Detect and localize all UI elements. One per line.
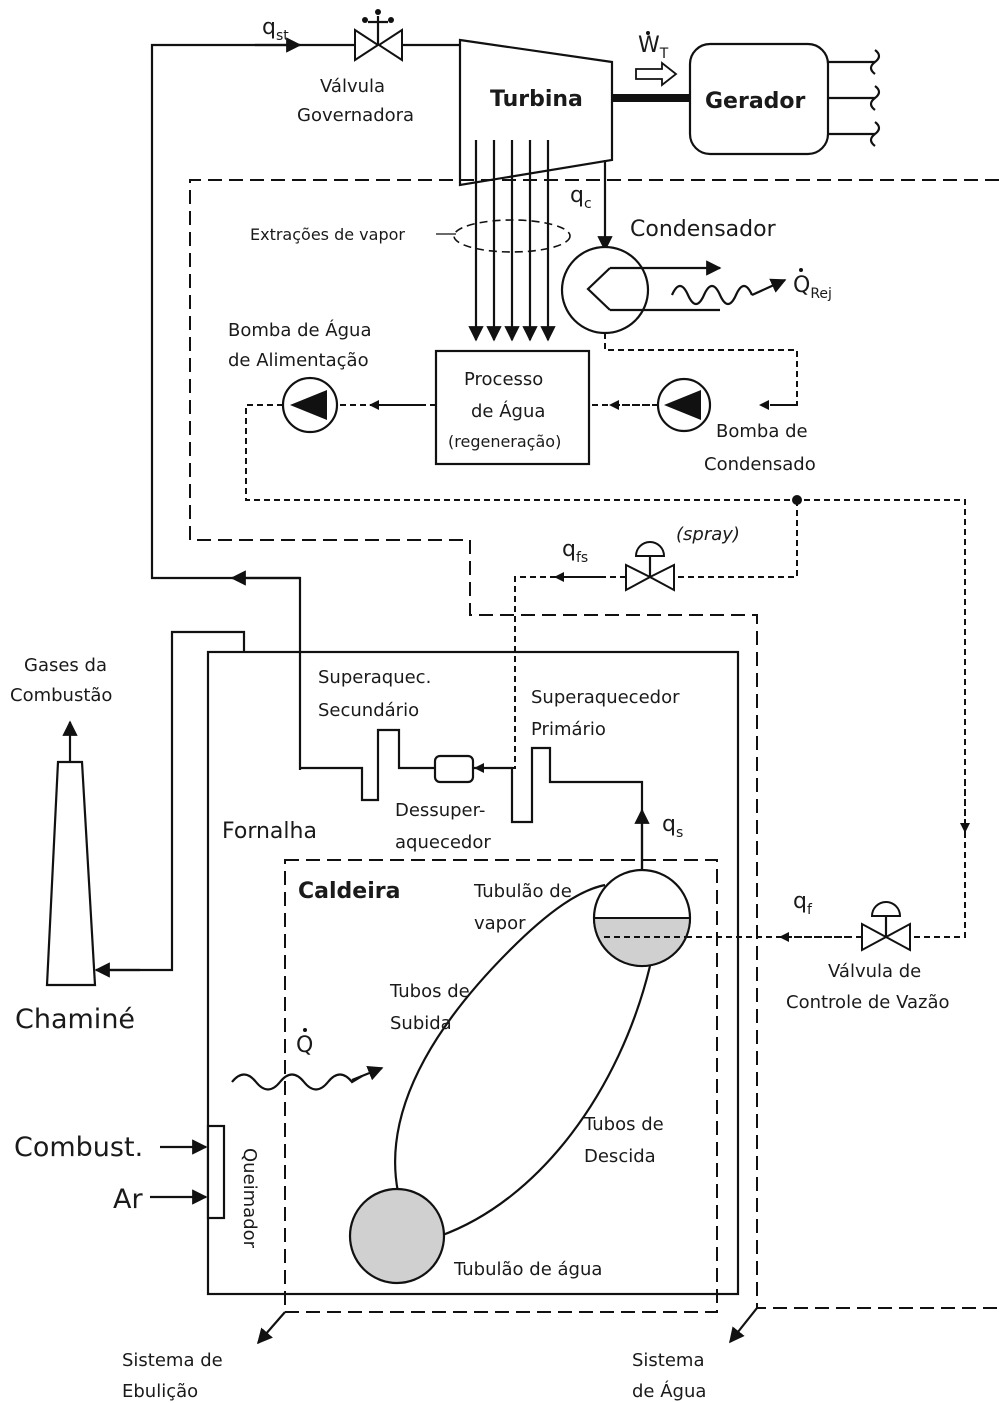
water-system-label-1: Sistema: [632, 1350, 705, 1371]
flow-control-valve: [861, 901, 911, 952]
condensate-pump-label-2: Condensado: [704, 454, 816, 475]
downcomer-tubes: [439, 965, 652, 1238]
condenser-label: Condensador: [630, 217, 777, 242]
primary-superheater: [473, 746, 644, 870]
primary-superheater-label-2: Primário: [531, 719, 606, 740]
fuel-label: Combust.: [14, 1132, 143, 1163]
downcomers-label-2: Descida: [584, 1146, 656, 1167]
chimney-shape: [45, 760, 97, 987]
steam-drum: [592, 868, 692, 968]
gases-label-2: Combustão: [10, 685, 112, 706]
steam-extractions: [436, 140, 571, 342]
feedwater-pump-label-2: de Alimentação: [228, 350, 369, 371]
q-st-label: qst: [262, 15, 289, 44]
q-s-label: qs: [662, 812, 683, 841]
condensate-pump-label-1: Bomba de: [716, 421, 808, 442]
flue-gas-duct: [98, 630, 246, 972]
boiling-system-arrow: [256, 1311, 286, 1345]
process-label-3: (regeneração): [448, 432, 561, 451]
secondary-superheater: [300, 728, 435, 802]
furnace-label: Fornalha: [222, 819, 317, 844]
flow-valve-label-1: Válvula de: [828, 961, 921, 982]
water-system-arrow: [729, 1307, 758, 1344]
q-rej-label: QRej: [793, 273, 832, 302]
boiling-system-label-1: Sistema de: [122, 1350, 223, 1371]
condenser-circle: [560, 245, 650, 335]
spray-valve: [625, 541, 675, 592]
feedwater-pump-label-1: Bomba de Água: [228, 319, 371, 341]
risers-label-2: Subida: [390, 1013, 452, 1034]
water-system-label-2: de Água: [632, 1380, 706, 1402]
air-label: Ar: [113, 1184, 143, 1215]
flow-valve-label-2: Controle de Vazão: [786, 992, 950, 1013]
boiler-boundary: [284, 859, 718, 1313]
condenser-cooling-lines: [610, 260, 787, 312]
governor-valve-label-2: Governadora: [297, 105, 414, 126]
turbine-shape: [458, 38, 614, 187]
burner-box: [206, 1124, 226, 1220]
furnace-box: [206, 650, 740, 1296]
governor-valve-label-1: Válvula: [320, 76, 385, 97]
primary-superheater-label-1: Superaquecedor: [531, 687, 680, 708]
governor-valve: [354, 9, 403, 62]
process-label-1: Processo: [464, 369, 543, 390]
risers-label-1: Tubos de: [389, 981, 470, 1002]
generator-label: Gerador: [705, 89, 806, 114]
condensate-pump-icon: [656, 377, 712, 433]
burner-label: Queimador: [239, 1148, 260, 1249]
water-system-boundary: [189, 179, 999, 1309]
steam-drum-label-2: vapor: [474, 913, 526, 934]
q-f-label: qf: [793, 889, 813, 918]
generator-output-lines: [828, 49, 881, 147]
work-arrow: [635, 61, 678, 87]
desuperheater-label-1: Dessuper-: [395, 800, 485, 821]
turbine-label: Turbina: [490, 87, 583, 112]
spray-label: (spray): [676, 524, 740, 545]
q-c-label: qc: [570, 183, 592, 212]
desuperheater-box: [433, 754, 475, 784]
process-label-2: de Água: [471, 400, 545, 422]
gases-label-1: Gases da: [24, 655, 107, 676]
q-dot-marker: [303, 1028, 307, 1032]
condenser-coil: [586, 267, 611, 311]
q-rej-dot: [799, 268, 803, 272]
steam-drum-label-1: Tubulão de: [473, 881, 572, 902]
w-t-dot: [646, 31, 650, 35]
water-drum: [348, 1187, 446, 1285]
extractions-label: Extrações de vapor: [250, 225, 405, 244]
water-process-box: [434, 349, 591, 466]
riser-tubes: [394, 883, 606, 1193]
secondary-superheater-label-2: Secundário: [318, 700, 419, 721]
q-dot-label: Q: [296, 1033, 313, 1058]
boiler-label: Caldeira: [298, 879, 400, 904]
boiling-system-label-2: Ebulição: [122, 1381, 198, 1402]
water-drum-label: Tubulão de água: [453, 1259, 602, 1280]
q-fs-label: qfs: [562, 537, 588, 566]
chimney-label: Chaminé: [15, 1004, 135, 1035]
condensate-loop: [245, 333, 970, 942]
feedwater-pump-icon: [281, 376, 339, 434]
desuperheater-label-2: aquecedor: [395, 832, 491, 853]
heat-input-wave: [231, 1065, 384, 1091]
secondary-superheater-label-1: Superaquec.: [318, 667, 431, 688]
w-t-label: WT: [638, 33, 669, 62]
downcomers-label-1: Tubos de: [583, 1114, 664, 1135]
